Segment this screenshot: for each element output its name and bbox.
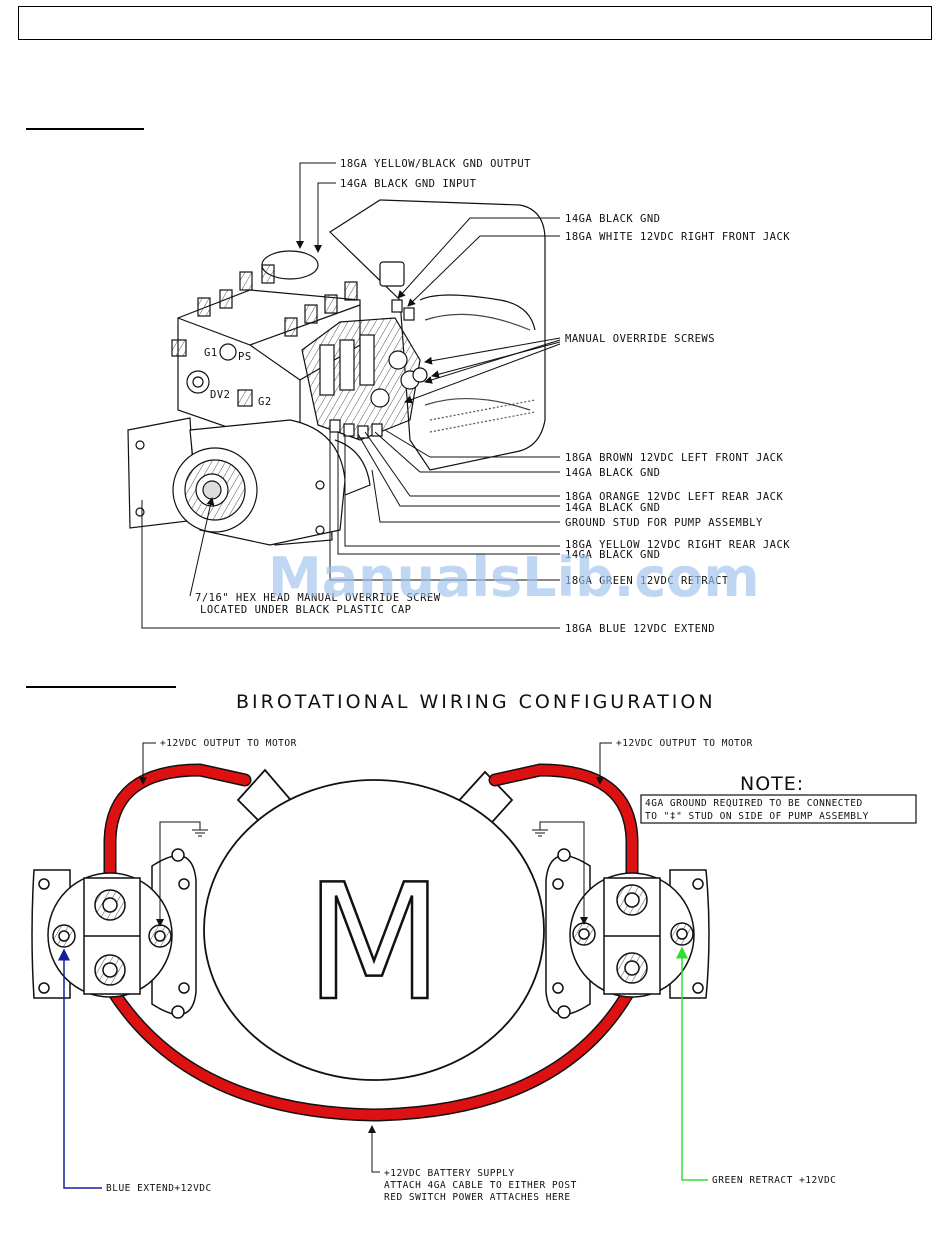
green-retract-label: GREEN RETRACT +12VDC <box>712 1175 836 1186</box>
callout-ground-stud: GROUND STUD FOR PUMP ASSEMBLY <box>565 517 763 529</box>
blue-extend-wire <box>58 948 102 1189</box>
note-line-2: TO "‡" STUD ON SIDE OF PUMP ASSEMBLY <box>645 811 869 822</box>
callout-black-gnd-3: 14GA BLACK GND <box>565 502 661 514</box>
solenoid-valves <box>301 317 428 441</box>
callout-white-right-front: 18GA WHITE 12VDC RIGHT FRONT JACK <box>565 231 790 243</box>
output-arrows <box>139 742 612 1173</box>
wiring-title: BIROTATIONAL WIRING CONFIGURATION <box>236 691 716 713</box>
battery-supply-label: +12VDC BATTERY SUPPLY <box>384 1168 515 1179</box>
header-box <box>18 6 932 40</box>
callout-black-gnd-4: 14GA BLACK GND <box>565 549 661 561</box>
callout-yellow-black-gnd-output: 18GA YELLOW/BLACK GND OUTPUT <box>340 158 531 170</box>
port-label-g1: G1 <box>204 347 218 359</box>
section-rule-top <box>26 128 144 130</box>
right-output-label: +12VDC OUTPUT TO MOTOR <box>616 738 753 749</box>
callout-brown-left-front: 18GA BROWN 12VDC LEFT FRONT JACK <box>565 452 783 464</box>
battery-attach-label: ATTACH 4GA CABLE TO EITHER POST <box>384 1180 577 1191</box>
callout-orange-left-rear: 18GA ORANGE 12VDC LEFT REAR JACK <box>565 491 783 503</box>
note-title: NOTE: <box>740 773 804 795</box>
motor-letter: M <box>305 849 443 1036</box>
blue-extend-label: BLUE EXTEND+12VDC <box>106 1183 212 1194</box>
hydraulic-fittings <box>171 264 358 407</box>
callout-black-gnd-1: 14GA BLACK GND <box>565 213 661 225</box>
callout-green-retract: 18GA GREEN 12VDC RETRACT <box>565 575 729 587</box>
section-rule-bottom <box>26 686 176 688</box>
battery-switch-label: RED SWITCH POWER ATTACHES HERE <box>384 1192 571 1203</box>
callout-hex-head-screw: 7/16" HEX HEAD MANUAL OVERRIDE SCREW <box>195 592 441 604</box>
motor-body <box>203 779 545 1081</box>
callout-leaders <box>141 162 561 629</box>
power-cables <box>103 763 639 1122</box>
wire-connectors <box>329 299 415 439</box>
callout-blue-extend: 18GA BLUE 12VDC EXTEND <box>565 623 715 635</box>
note-box <box>640 794 917 824</box>
right-solenoid <box>545 848 710 1019</box>
port-label-g2: G2 <box>258 396 272 408</box>
port-label-ps: PS <box>238 351 252 363</box>
watermark: ManualsLib.com <box>268 546 760 609</box>
callout-black-gnd-2: 14GA BLACK GND <box>565 467 661 479</box>
ground-wires <box>156 821 588 927</box>
callout-manual-override-screws: MANUAL OVERRIDE SCREWS <box>565 333 715 345</box>
callout-under-plastic-cap: LOCATED UNDER BLACK PLASTIC CAP <box>200 604 411 616</box>
callout-yellow-right-rear: 18GA YELLOW 12VDC RIGHT REAR JACK <box>565 539 790 551</box>
pump-assembly-illustration <box>127 199 546 546</box>
callout-black-gnd-input: 14GA BLACK GND INPUT <box>340 178 477 190</box>
note-line-1: 4GA GROUND REQUIRED TO BE CONNECTED <box>645 798 863 809</box>
motor: M <box>203 768 545 1081</box>
green-retract-wire <box>676 946 708 1181</box>
pump-callout-labels: 18GA YELLOW/BLACK GND OUTPUT 14GA BLACK … <box>195 158 790 635</box>
port-label-dv2: DV2 <box>210 389 230 401</box>
left-output-label: +12VDC OUTPUT TO MOTOR <box>160 738 297 749</box>
left-solenoid <box>31 848 197 1019</box>
